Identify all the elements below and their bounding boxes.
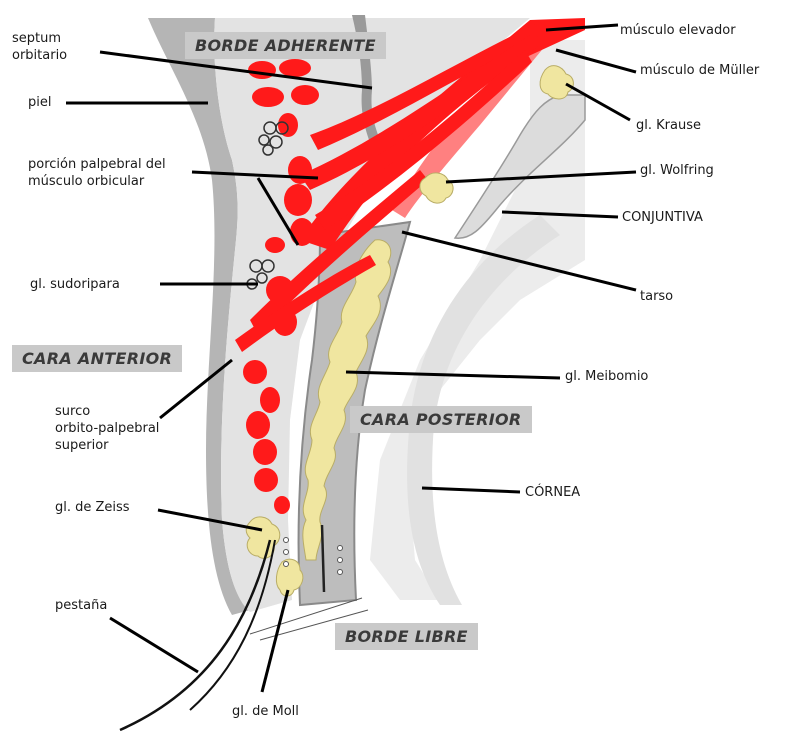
- wolfring-gland: [420, 173, 453, 203]
- label-gl-moll: gl. de Moll: [232, 703, 299, 720]
- label-gl-zeiss: gl. de Zeiss: [55, 499, 130, 516]
- label-surco-orbito-palpebral: surco orbito-palpebral superior: [55, 403, 159, 454]
- leader-pestana: [110, 618, 198, 672]
- label-gl-sudoripara: gl. sudoripara: [30, 276, 120, 293]
- label-conjuntiva: CONJUNTIVA: [622, 209, 703, 226]
- label-cornea: CÓRNEA: [525, 484, 580, 501]
- label-borde-adherente: BORDE ADHERENTE: [185, 32, 386, 59]
- label-borde-libre: BORDE LIBRE: [335, 623, 478, 650]
- label-cara-posterior: CARA POSTERIOR: [350, 406, 532, 433]
- label-musculo-muller: músculo de Müller: [640, 62, 759, 79]
- label-musculo-elevador: músculo elevador: [620, 22, 736, 39]
- leader-cornea: [422, 488, 520, 492]
- label-septum-orbitario: septum orbitario: [12, 30, 67, 64]
- label-gl-krause: gl. Krause: [636, 117, 701, 134]
- label-cara-anterior: CARA ANTERIOR: [12, 345, 182, 372]
- label-pestana: pestaña: [55, 597, 107, 614]
- label-gl-meibomio: gl. Meibomio: [565, 368, 648, 385]
- label-gl-wolfring: gl. Wolfring: [640, 162, 714, 179]
- label-porcion-palpebral: porción palpebral del músculo orbicular: [28, 156, 166, 190]
- label-tarso: tarso: [640, 288, 673, 305]
- label-piel: piel: [28, 94, 51, 111]
